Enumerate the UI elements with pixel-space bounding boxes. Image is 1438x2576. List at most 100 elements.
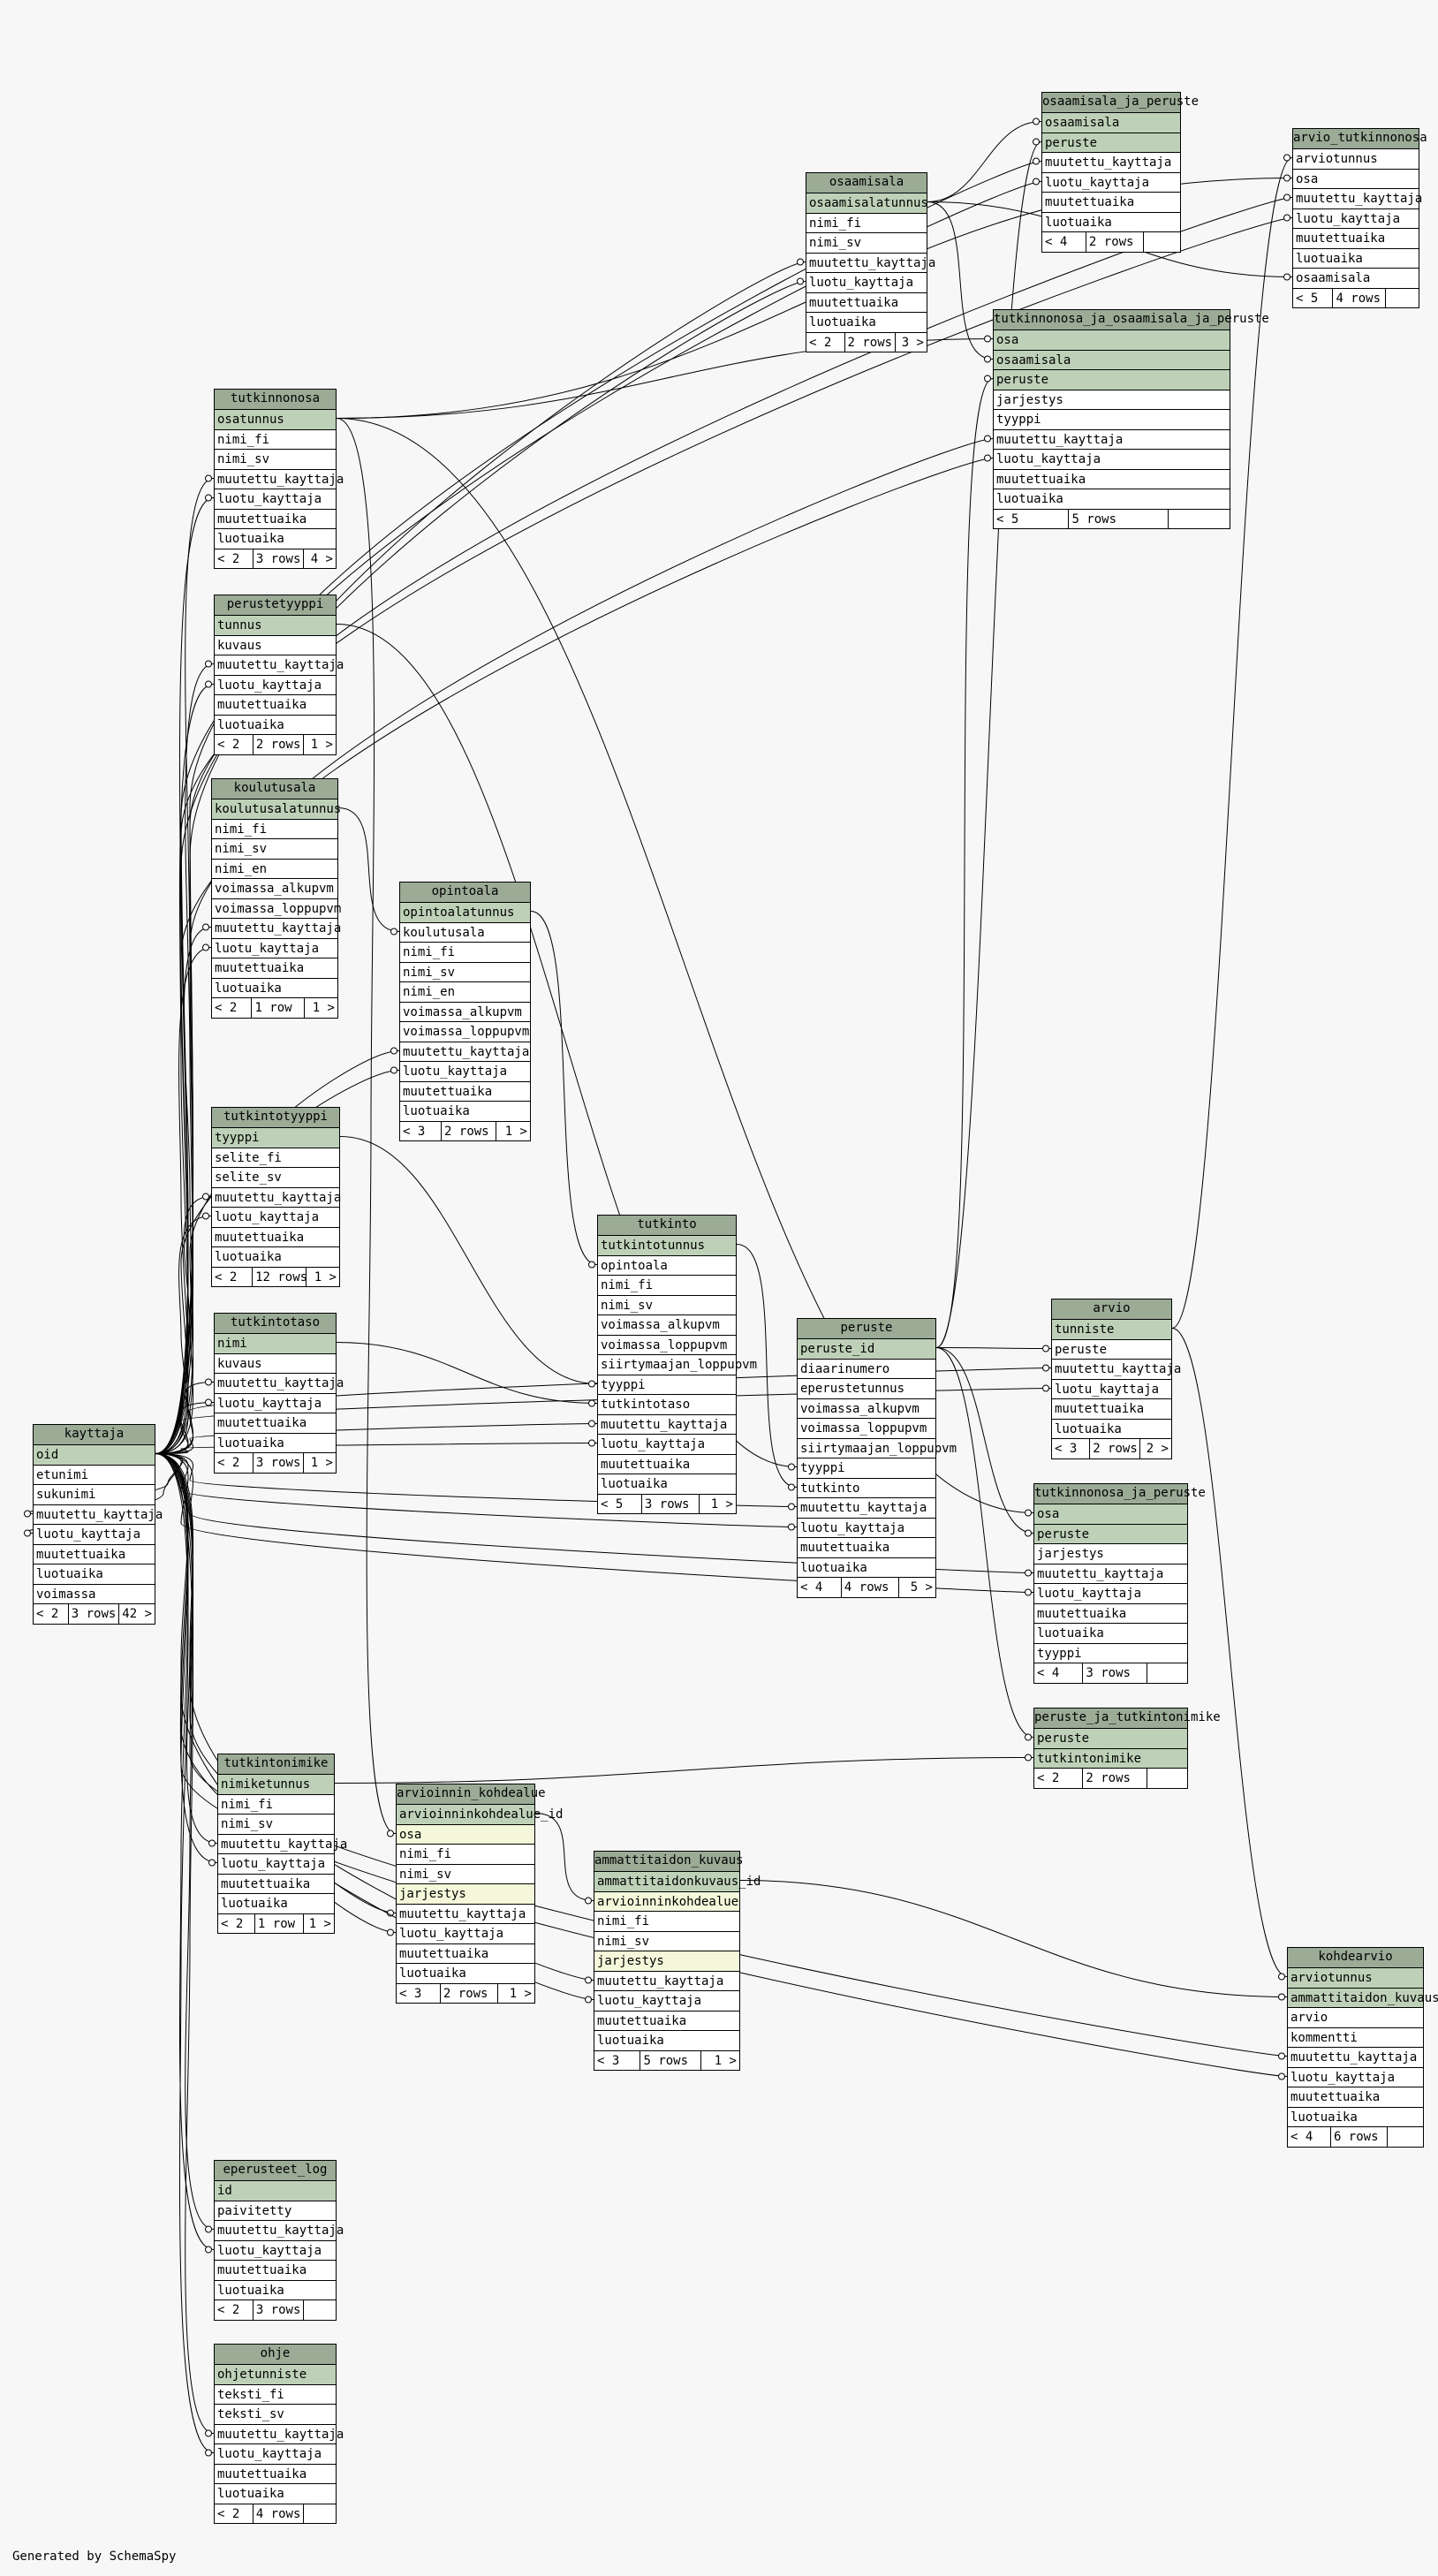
column[interactable]: muutettu_kayttaja (212, 1186, 341, 1208)
column[interactable]: muutettu_kayttaja (994, 428, 1230, 450)
table-eperusteet_log[interactable]: eperusteet_log id paivitetty muutettu_ka… (214, 2160, 344, 2321)
column[interactable]: muutettu_kayttaja (1293, 188, 1422, 208)
column[interactable]: ammattitaidon_kuvaus (1288, 1987, 1438, 2007)
column[interactable]: nimi_sv (218, 1814, 334, 1834)
column[interactable]: tunnus (215, 615, 336, 635)
column[interactable]: eperustetunnus (798, 1378, 935, 1398)
table-header[interactable]: osaamisala (806, 173, 927, 193)
column[interactable]: luotu_kayttaja (215, 489, 336, 509)
column[interactable]: tutkintonimike (1034, 1747, 1187, 1768)
column[interactable]: luotuaika (1052, 1418, 1171, 1439)
table-header[interactable]: eperusteet_log (215, 2161, 336, 2180)
column[interactable]: luotu_kayttaja (994, 449, 1230, 469)
column[interactable]: luotu_kayttaja (215, 1392, 336, 1413)
column[interactable]: muutettuaika (1293, 228, 1419, 248)
column[interactable]: voimassa_alkupvm (598, 1315, 736, 1335)
column[interactable]: muutettuaika (594, 2010, 739, 2031)
column[interactable]: tutkintotaso (598, 1394, 736, 1414)
table-header[interactable]: ammattitaidon_kuvaus (594, 1852, 744, 1871)
column[interactable]: paivitetty (215, 2200, 336, 2221)
table-perustetyyppi[interactable]: perustetyyppi tunnus kuvaus muutettu_kay… (214, 595, 344, 755)
column[interactable]: peruste (1042, 132, 1180, 152)
column[interactable]: oid (34, 1444, 155, 1465)
table-header[interactable]: ohje (215, 2345, 336, 2364)
column[interactable]: muutettu_kayttaja (215, 468, 344, 489)
column[interactable]: muutettu_kayttaja (1034, 1563, 1187, 1584)
column[interactable]: muutettu_kayttaja (215, 1373, 344, 1393)
column[interactable]: luotuaika (218, 1893, 334, 1913)
column[interactable]: nimi_fi (806, 212, 927, 233)
column[interactable]: luotu_kayttaja (397, 1923, 534, 1943)
column[interactable]: selite_fi (212, 1147, 339, 1168)
column[interactable]: koulutusala (400, 921, 530, 943)
column[interactable]: muutettu_kayttaja (218, 1833, 347, 1854)
column[interactable]: nimi_sv (806, 232, 927, 253)
column[interactable]: nimi_sv (400, 961, 530, 982)
column[interactable]: osaamisalatunnus (806, 193, 928, 213)
column[interactable]: luotu_kayttaja (798, 1517, 935, 1538)
column[interactable]: osaamisala (994, 349, 1230, 369)
column[interactable]: luotu_kayttaja (598, 1434, 736, 1454)
column[interactable]: kuvaus (215, 1352, 336, 1374)
column[interactable]: luotuaika (34, 1564, 155, 1584)
table-header[interactable]: arvioinnin_kohdealue (397, 1784, 546, 1804)
column[interactable]: tyyppi (798, 1458, 935, 1478)
table-tutkinnonosa_ja_osaamisala_ja_peruste[interactable]: tutkinnonosa_ja_osaamisala_ja_peruste os… (993, 309, 1269, 529)
column[interactable]: nimi_sv (598, 1294, 736, 1315)
column[interactable]: muutettuaika (218, 1873, 334, 1894)
column[interactable]: nimi_fi (400, 942, 530, 962)
column[interactable]: etunimi (34, 1464, 155, 1485)
column[interactable]: koulutusalatunnus (212, 799, 341, 819)
column[interactable]: muutettuaika (215, 2260, 336, 2280)
column[interactable]: nimiketunnus (218, 1774, 334, 1794)
table-header[interactable]: tutkinto (598, 1216, 736, 1235)
table-kohdearvio[interactable]: kohdearvio arviotunnus ammattitaidon_kuv… (1287, 1947, 1438, 2148)
column[interactable]: muutettuaika (215, 2463, 336, 2484)
column[interactable]: osaamisala (1042, 112, 1180, 133)
table-header[interactable]: opintoala (400, 883, 530, 902)
column[interactable]: voimassa_alkupvm (798, 1398, 935, 1419)
column[interactable]: nimi_en (400, 981, 530, 1002)
column[interactable]: luotuaika (212, 1246, 339, 1267)
table-header[interactable]: arvio (1052, 1299, 1171, 1319)
column[interactable]: peruste (994, 369, 1230, 390)
column[interactable]: tunniste (1052, 1319, 1171, 1339)
column[interactable]: muutettuaika (806, 292, 927, 313)
column[interactable]: luotuaika (1042, 211, 1180, 232)
column[interactable]: tyyppi (994, 409, 1230, 429)
column[interactable]: jarjestys (397, 1883, 534, 1904)
column[interactable]: nimi_sv (397, 1863, 534, 1884)
table-header[interactable]: kohdearvio (1288, 1948, 1423, 1967)
table-tutkintotyyppi[interactable]: tutkintotyyppi tyyppi selite_fi selite_s… (211, 1107, 341, 1287)
table-arvio_tutkinnonosa[interactable]: arvio_tutkinnonosa arviotunnus osa muute… (1292, 128, 1427, 308)
column[interactable]: luotuaika (215, 2483, 336, 2504)
column[interactable]: muutettuaika (1034, 1602, 1187, 1624)
column[interactable]: muutettuaika (1052, 1398, 1171, 1419)
column[interactable]: luotu_kayttaja (34, 1524, 155, 1544)
column[interactable]: muutettu_kayttaja (215, 2220, 344, 2240)
column[interactable]: voimassa_loppupvm (212, 898, 341, 919)
column[interactable]: voimassa_loppupvm (798, 1418, 935, 1438)
column[interactable]: teksti_fi (215, 2383, 336, 2405)
column[interactable]: luotu_kayttaja (594, 1990, 739, 2011)
column[interactable]: jarjestys (1034, 1543, 1187, 1564)
column[interactable]: opintoalatunnus (400, 902, 530, 922)
column[interactable]: luotuaika (215, 714, 336, 735)
column[interactable]: selite_sv (212, 1167, 339, 1187)
column[interactable]: luotu_kayttaja (1034, 1583, 1187, 1603)
column[interactable]: voimassa_alkupvm (212, 878, 337, 898)
column[interactable]: luotuaika (994, 489, 1230, 509)
column[interactable]: kommentti (1288, 2027, 1423, 2048)
table-header[interactable]: koulutusala (212, 779, 337, 799)
column[interactable]: peruste (1034, 1728, 1187, 1748)
column[interactable]: luotuaika (806, 312, 927, 332)
column[interactable]: luotuaika (400, 1101, 530, 1121)
column[interactable]: tutkintotunnus (598, 1235, 736, 1255)
column[interactable]: luotu_kayttaja (806, 272, 927, 292)
column[interactable]: tyyppi (212, 1127, 339, 1148)
column[interactable]: muutettu_kayttaja (598, 1413, 736, 1435)
table-osaamisala_ja_peruste[interactable]: osaamisala_ja_peruste osaamisala peruste… (1041, 92, 1199, 253)
column[interactable]: tyyppi (598, 1374, 736, 1395)
column[interactable]: luotuaika (215, 1432, 336, 1453)
column[interactable]: nimi_fi (215, 428, 336, 450)
